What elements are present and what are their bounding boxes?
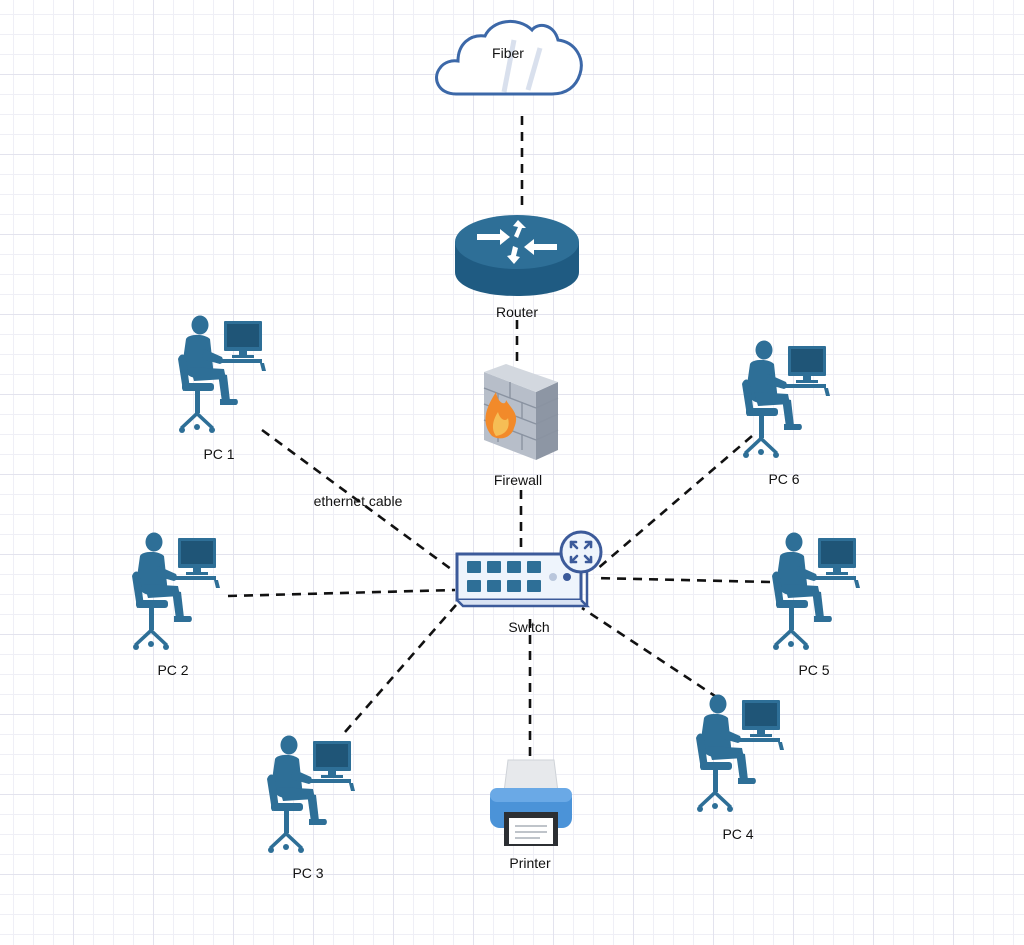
switch-icon	[455, 530, 603, 608]
link-pc6-switch	[595, 435, 753, 571]
router-node	[452, 212, 582, 298]
fiber-label: Fiber	[492, 45, 524, 61]
firewall-icon	[483, 364, 559, 460]
pc-5-node	[770, 532, 860, 657]
pc-1-label: PC 1	[203, 446, 235, 462]
workstation-user-icon	[694, 694, 784, 819]
pc-6-node	[740, 340, 830, 465]
switch-label: Switch	[508, 619, 550, 635]
pc-2-label: PC 2	[157, 662, 189, 678]
printer-icon	[490, 759, 572, 846]
workstation-user-icon	[740, 340, 830, 465]
pc-1-node	[176, 315, 266, 440]
firewall-node	[476, 364, 562, 464]
pc-3-node	[265, 735, 355, 860]
printer-label: Printer	[509, 855, 551, 871]
workstation-user-icon	[265, 735, 355, 860]
pc-4-node	[694, 694, 784, 819]
pc-4-label: PC 4	[722, 826, 754, 842]
workstation-user-icon	[176, 315, 266, 440]
cloud-icon	[435, 20, 583, 96]
link-pc2-switch	[227, 588, 456, 598]
fiber-node	[430, 14, 585, 98]
link-pc1-switch	[261, 428, 456, 574]
workstation-user-icon	[770, 532, 860, 657]
pc-6-label: PC 6	[768, 471, 800, 487]
firewall-label: Firewall	[493, 472, 543, 488]
pc-2-node	[130, 532, 220, 657]
link-pc4-switch	[581, 606, 719, 700]
ethernet-cable-label: ethernet cable	[313, 493, 403, 509]
router-icon	[455, 215, 579, 296]
router-label: Router	[495, 304, 539, 320]
pc-5-label: PC 5	[798, 662, 830, 678]
link-pc3-switch	[344, 604, 457, 733]
pc-3-label: PC 3	[292, 865, 324, 881]
link-pc5-switch	[593, 576, 771, 584]
printer-node	[488, 758, 574, 846]
switch-node	[453, 528, 603, 616]
workstation-user-icon	[130, 532, 220, 657]
